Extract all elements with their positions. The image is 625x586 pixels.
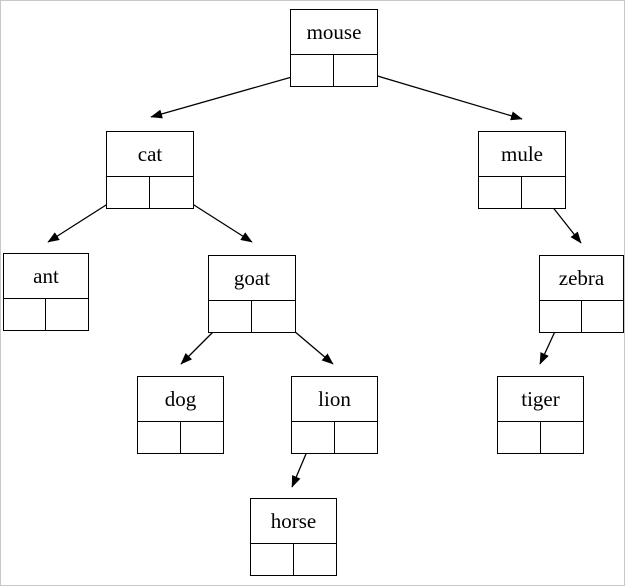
left-pointer-cell-mouse[interactable] [291, 55, 334, 86]
right-pointer-cell-ant[interactable] [46, 299, 88, 330]
left-pointer-cell-mule[interactable] [479, 177, 522, 208]
node-pointers-tiger [498, 422, 583, 453]
edge-mouse-right-to-mule [353, 68, 523, 121]
tree-node-lion[interactable]: lion [291, 376, 378, 454]
node-label-lion: lion [292, 377, 377, 422]
node-pointers-goat [209, 301, 295, 332]
tree-node-horse[interactable]: horse [250, 498, 337, 576]
left-pointer-cell-tiger[interactable] [498, 422, 541, 453]
node-label-ant: ant [4, 254, 88, 299]
tree-node-mule[interactable]: mule [478, 131, 566, 209]
node-label-mule: mule [479, 132, 565, 177]
node-pointers-mouse [291, 55, 377, 86]
tree-node-tiger[interactable]: tiger [497, 376, 584, 454]
right-pointer-cell-tiger[interactable] [541, 422, 584, 453]
right-pointer-cell-goat[interactable] [252, 301, 295, 332]
node-label-cat: cat [107, 132, 193, 177]
right-pointer-cell-zebra[interactable] [582, 301, 624, 332]
left-pointer-cell-zebra[interactable] [540, 301, 582, 332]
node-pointers-cat [107, 177, 193, 208]
left-pointer-cell-horse[interactable] [251, 544, 294, 575]
left-pointer-cell-dog[interactable] [138, 422, 181, 453]
node-pointers-zebra [540, 301, 623, 332]
left-pointer-cell-goat[interactable] [209, 301, 252, 332]
node-label-zebra: zebra [540, 256, 623, 301]
node-label-goat: goat [209, 256, 295, 301]
right-pointer-cell-horse[interactable] [294, 544, 337, 575]
right-pointer-cell-cat[interactable] [150, 177, 193, 208]
node-pointers-horse [251, 544, 336, 575]
tree-node-cat[interactable]: cat [106, 131, 194, 209]
tree-node-zebra[interactable]: zebra [539, 255, 624, 333]
edge-mouse-left-to-cat [150, 70, 314, 119]
node-label-tiger: tiger [498, 377, 583, 422]
tree-node-mouse[interactable]: mouse [290, 9, 378, 87]
right-pointer-cell-lion[interactable] [335, 422, 378, 453]
node-pointers-lion [292, 422, 377, 453]
right-pointer-cell-mule[interactable] [522, 177, 565, 208]
node-pointers-mule [479, 177, 565, 208]
node-label-horse: horse [251, 499, 336, 544]
node-label-dog: dog [138, 377, 223, 422]
tree-node-ant[interactable]: ant [3, 253, 89, 331]
right-pointer-cell-mouse[interactable] [334, 55, 377, 86]
left-pointer-cell-cat[interactable] [107, 177, 150, 208]
tree-node-goat[interactable]: goat [208, 255, 296, 333]
node-label-mouse: mouse [291, 10, 377, 55]
left-pointer-cell-ant[interactable] [4, 299, 46, 330]
node-pointers-dog [138, 422, 223, 453]
right-pointer-cell-dog[interactable] [181, 422, 224, 453]
left-pointer-cell-lion[interactable] [292, 422, 335, 453]
node-pointers-ant [4, 299, 88, 330]
tree-node-dog[interactable]: dog [137, 376, 224, 454]
